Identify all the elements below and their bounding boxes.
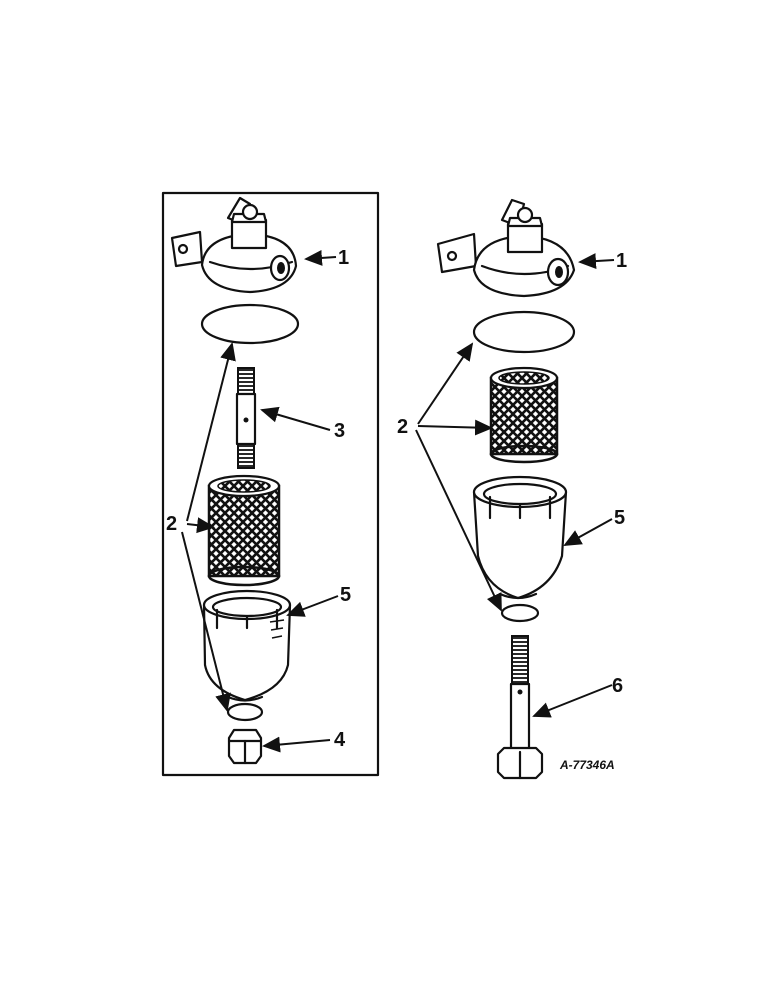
right-bowl [472, 475, 568, 600]
right-filter-head [436, 198, 576, 298]
right-assembly: 1 2 5 6 [397, 198, 627, 780]
left-assembly: 1 3 2 5 4 [161, 191, 380, 777]
right-strainer-element [489, 366, 559, 464]
right-callout-1: 1 [616, 250, 627, 272]
left-stud [235, 367, 257, 469]
left-strainer-element [207, 474, 281, 587]
right-callout-5: 5 [614, 507, 625, 529]
left-callout-5: 5 [340, 584, 351, 606]
right-callout-6: 6 [612, 675, 623, 697]
right-callout-2: 2 [397, 416, 408, 438]
right-washer [500, 603, 540, 623]
left-callout-4: 4 [334, 729, 346, 751]
figure-id: A-77346A [559, 758, 615, 772]
left-gasket [200, 303, 300, 345]
left-callout-2: 2 [166, 513, 177, 535]
left-callout-3: 3 [334, 420, 345, 442]
left-bowl [202, 589, 292, 702]
left-drain-nut [227, 728, 263, 765]
right-gasket [472, 310, 576, 354]
right-center-bolt [496, 635, 544, 780]
left-assembly-frame [161, 191, 380, 777]
left-washer [226, 702, 264, 722]
left-callout-1: 1 [338, 247, 349, 269]
left-filter-head [170, 196, 298, 294]
